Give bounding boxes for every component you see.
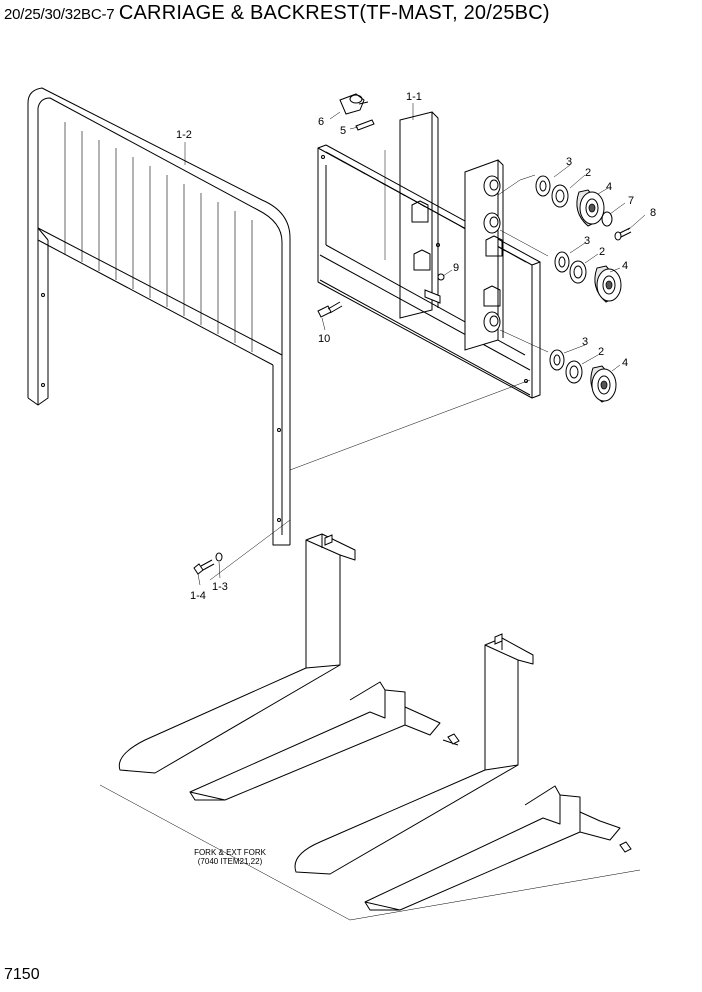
model-code: 20/25/30/32BC-7 xyxy=(4,6,115,23)
backrest-bolt xyxy=(193,552,223,575)
callout-1-2: 1-2 xyxy=(176,129,192,141)
callout-7: 7 xyxy=(628,195,634,207)
callout-6: 6 xyxy=(318,116,324,128)
page-title: CARRIAGE & BACKREST(TF-MAST, 20/25BC) xyxy=(118,2,550,24)
fork-left xyxy=(118,533,356,774)
ext-fork-right xyxy=(364,785,632,911)
callout-8: 8 xyxy=(650,207,656,219)
callout-3b: 3 xyxy=(584,235,590,247)
stopper-parts xyxy=(339,93,375,131)
callout-1-1: 1-1 xyxy=(406,91,422,103)
callout-4c: 4 xyxy=(622,357,628,369)
callout-9: 9 xyxy=(453,262,459,274)
backrest xyxy=(27,87,291,546)
leader-lines xyxy=(184,103,646,586)
callout-2c: 2 xyxy=(598,346,604,358)
callout-2b: 2 xyxy=(599,246,605,258)
callout-4a: 4 xyxy=(606,181,612,193)
fork-right xyxy=(294,633,534,875)
page-header: 20/25/30/32BC-7 CARRIAGE & BACKREST(TF-M… xyxy=(4,2,550,25)
callout-4b: 4 xyxy=(622,260,628,272)
callout-1-4: 1-4 xyxy=(190,590,206,602)
carriage xyxy=(317,111,541,399)
fork-group-bracket xyxy=(99,784,641,921)
fork-note-line1: FORK & EXT FORK xyxy=(194,848,267,857)
callouts: 1-2 1-1 6 5 3 2 4 7 8 3 2 4 9 10 3 2 4 1… xyxy=(176,91,656,602)
ext-fork-left xyxy=(189,681,460,801)
callout-3c: 3 xyxy=(582,336,588,348)
callout-1-3: 1-3 xyxy=(212,581,228,593)
roller-set-lower xyxy=(549,349,617,403)
page-number: 7150 xyxy=(4,966,40,983)
roller-shafts xyxy=(483,175,501,333)
callout-5: 5 xyxy=(340,125,346,137)
bolt-10 xyxy=(317,301,343,318)
fork-note-line2: (7040 ITEM21,22) xyxy=(198,857,263,866)
fork-note: FORK & EXT FORK (7040 ITEM21,22) xyxy=(194,848,267,866)
callout-2a: 2 xyxy=(585,167,591,179)
roller-set-middle xyxy=(554,251,622,303)
roller-set-upper xyxy=(535,175,632,241)
callout-10: 10 xyxy=(318,333,330,345)
callout-3a: 3 xyxy=(566,156,572,168)
